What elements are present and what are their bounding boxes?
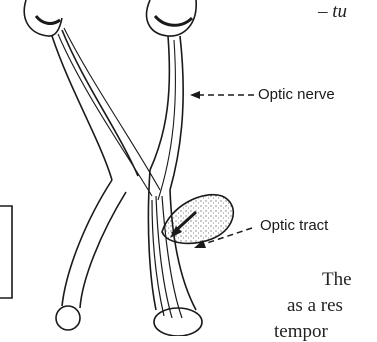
body-text-fragment-top: – tu — [318, 2, 347, 21]
right-eye-outline — [147, 0, 197, 36]
side-box-fragment — [0, 206, 12, 298]
right-optic-tract — [148, 170, 202, 336]
optic-tract-label: Optic tract — [260, 218, 328, 233]
left-optic-nerve — [52, 28, 160, 196]
body-text-fragment-line3: tempor — [274, 322, 328, 341]
optic-nerve-label: Optic nerve — [258, 87, 335, 102]
body-text-fragment-line1: The — [322, 270, 352, 289]
left-optic-tract — [56, 180, 126, 330]
left-eye-outline — [24, 0, 62, 36]
optic-nerve-pointer — [190, 91, 254, 99]
body-text-fragment-line2: as a res — [287, 296, 343, 315]
right-optic-nerve — [150, 36, 183, 200]
